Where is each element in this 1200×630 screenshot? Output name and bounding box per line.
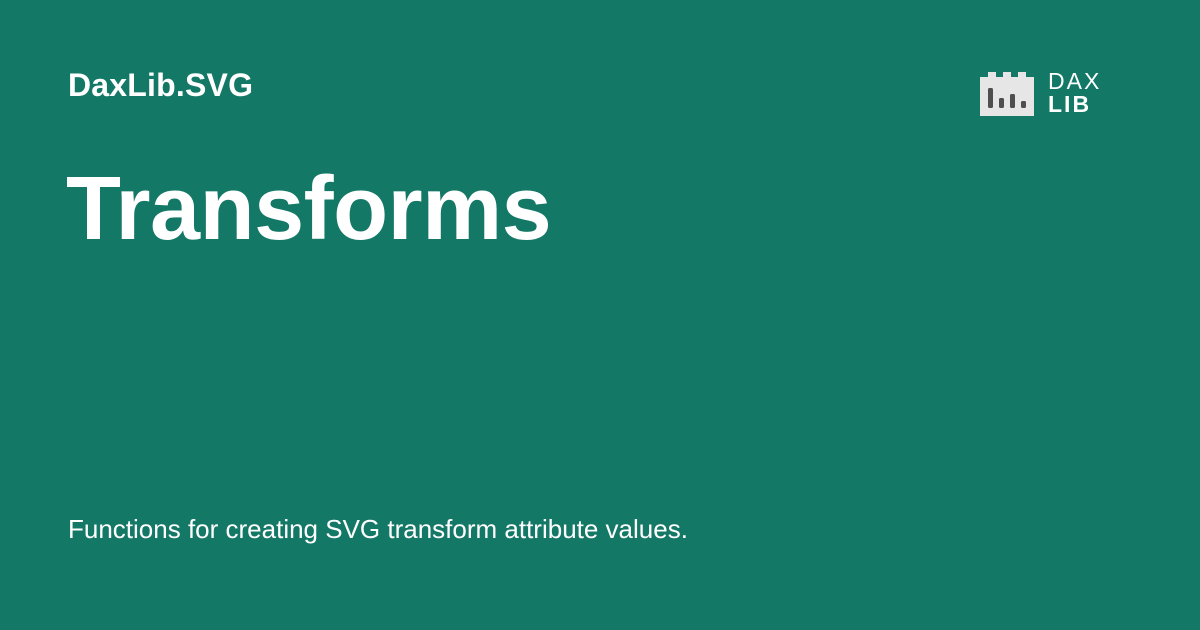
library-name: DaxLib.SVG bbox=[68, 67, 254, 103]
logo-base-shape bbox=[980, 72, 1034, 116]
logo-text-lib: LIB bbox=[1048, 91, 1092, 117]
logo-bar-4 bbox=[1021, 101, 1026, 108]
page-title: Transforms bbox=[66, 159, 552, 259]
logo-text-dax: DAX bbox=[1048, 68, 1102, 95]
logo-bar-3 bbox=[1010, 94, 1015, 108]
dax-lib-logo: DAX LIB bbox=[978, 66, 1113, 120]
dax-lib-logo-icon bbox=[980, 72, 1034, 116]
logo-bar-2 bbox=[999, 98, 1004, 108]
logo-text: DAX LIB bbox=[1048, 70, 1101, 115]
logo-bar-1 bbox=[988, 88, 993, 108]
page-description: Functions for creating SVG transform att… bbox=[68, 514, 688, 544]
